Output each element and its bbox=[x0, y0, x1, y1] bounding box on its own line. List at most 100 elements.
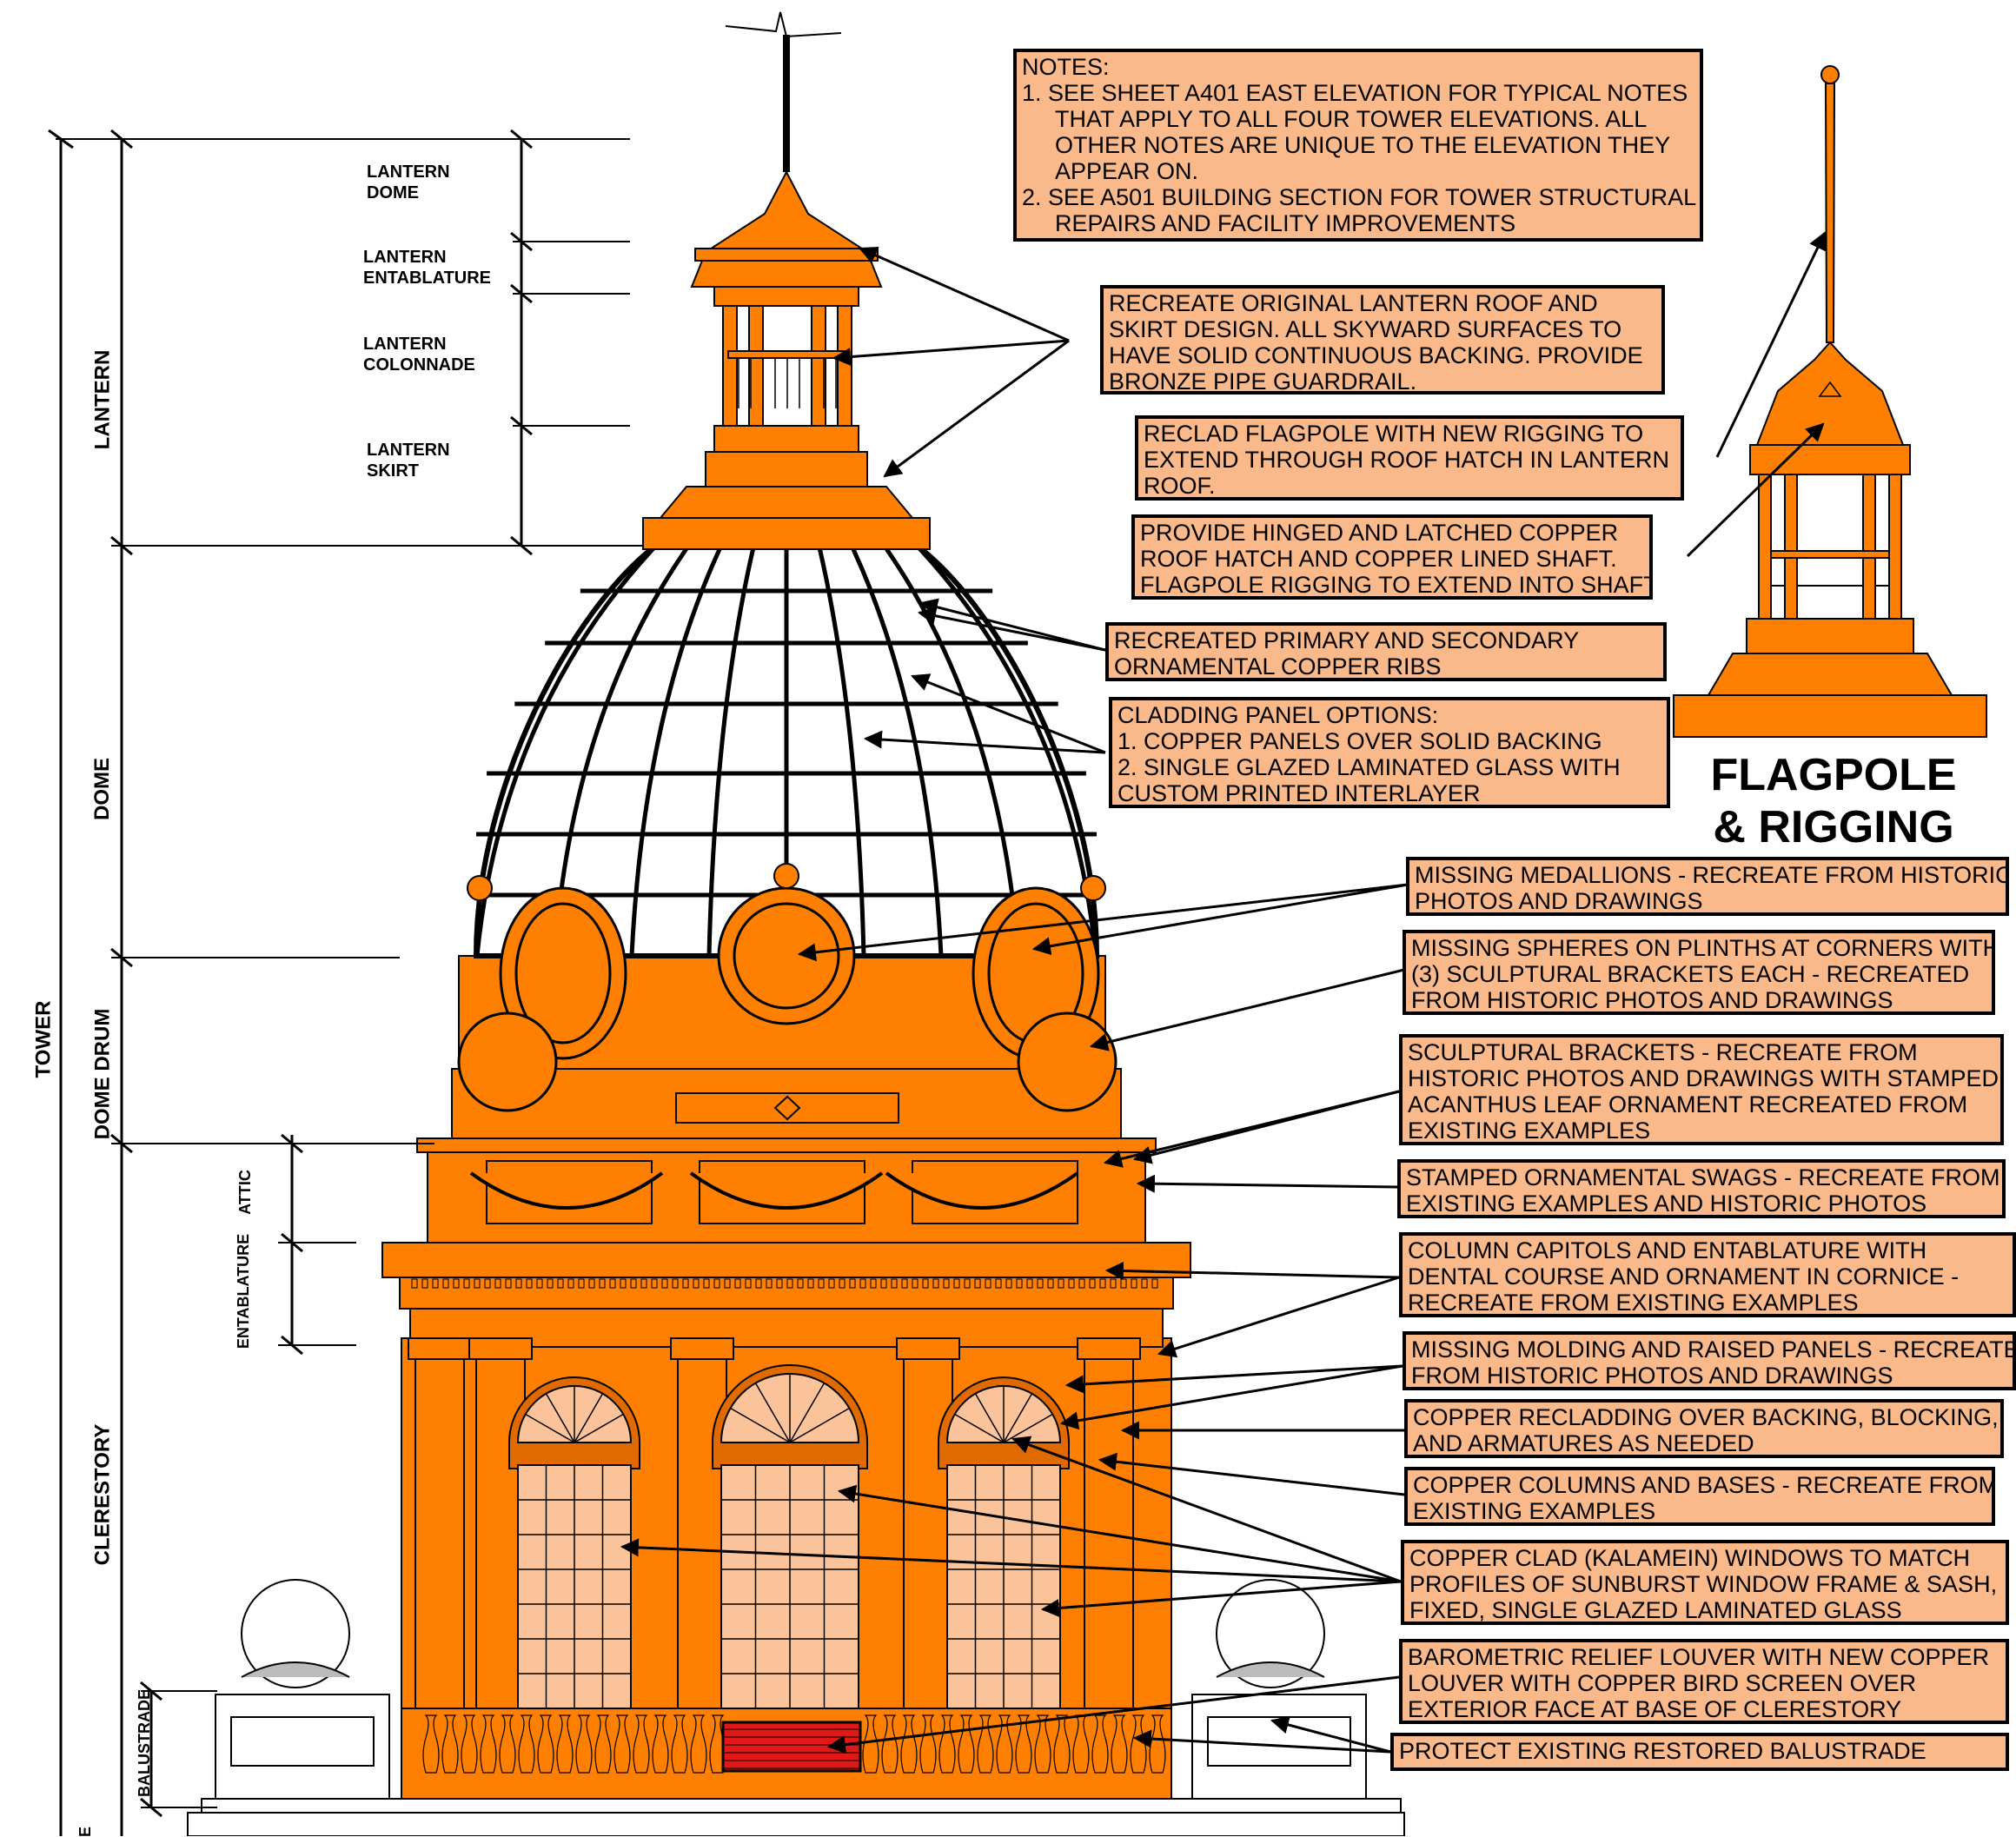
baluster bbox=[537, 1714, 554, 1774]
baluster bbox=[422, 1714, 440, 1774]
baluster bbox=[518, 1714, 535, 1774]
dentil bbox=[828, 1278, 835, 1289]
note-line: EXTERIOR FACE AT BASE OF CLERESTORY bbox=[1408, 1696, 1902, 1722]
dentil bbox=[474, 1278, 481, 1289]
dentil bbox=[1078, 1278, 1085, 1289]
baluster bbox=[441, 1714, 459, 1774]
dentil bbox=[432, 1278, 439, 1289]
flagpole-colonnade-opening bbox=[1758, 474, 1902, 587]
flagpole-guardrail bbox=[1770, 550, 1890, 559]
drum-corner-sphere bbox=[457, 1011, 558, 1112]
dim-label-line: SKIRT bbox=[367, 461, 419, 481]
baluster bbox=[1111, 1714, 1128, 1774]
callout-7: MISSING SPHERES ON PLINTHS AT CORNERS WI… bbox=[1403, 930, 1995, 1015]
leader-louver bbox=[826, 1675, 1400, 1754]
ornamental-swag bbox=[469, 1171, 664, 1210]
dentil bbox=[880, 1278, 887, 1289]
dentil bbox=[609, 1278, 616, 1289]
entablature-cornice bbox=[381, 1242, 1191, 1278]
flagpole-title-line: & RIGGING bbox=[1713, 802, 1954, 852]
flagpole-lantern-column bbox=[1758, 474, 1772, 621]
note-line: FROM HISTORIC PHOTOS AND DRAWINGS bbox=[1411, 987, 1893, 1013]
dentil bbox=[1026, 1278, 1033, 1289]
callout-12: COPPER RECLADDING OVER BACKING, BLOCKING… bbox=[1404, 1399, 2004, 1458]
note-line: EXISTING EXAMPLES AND HISTORIC PHOTOS bbox=[1406, 1190, 1927, 1217]
dentil bbox=[494, 1278, 501, 1289]
dentil bbox=[620, 1278, 627, 1289]
lantern-dome-roof bbox=[690, 169, 883, 288]
note-line: 1. COPPER PANELS OVER SOLID BACKING bbox=[1117, 728, 1602, 754]
dentil bbox=[932, 1278, 939, 1289]
leader-columns bbox=[1098, 1452, 1405, 1496]
medallion-finial bbox=[773, 863, 799, 889]
dentil bbox=[484, 1278, 491, 1289]
drum-corner-sphere bbox=[1017, 1011, 1117, 1112]
dim-label-line: DOME bbox=[367, 183, 419, 202]
dentil bbox=[985, 1278, 991, 1289]
note-line: MISSING MOLDING AND RAISED PANELS - RECR… bbox=[1411, 1336, 2016, 1363]
baluster bbox=[499, 1714, 516, 1774]
baluster bbox=[1034, 1714, 1051, 1774]
attic-cap bbox=[416, 1137, 1157, 1153]
leader-lantern-guardrail bbox=[832, 339, 1070, 367]
note-line: AND ARMATURES AS NEEDED bbox=[1413, 1430, 1754, 1456]
ornamental-swag bbox=[885, 1171, 1079, 1210]
baluster bbox=[575, 1714, 593, 1774]
note-line: EXISTING EXAMPLES bbox=[1413, 1498, 1656, 1524]
column-capital bbox=[468, 1337, 533, 1360]
dentil bbox=[953, 1278, 960, 1289]
leader-capitals bbox=[1157, 1276, 1400, 1358]
dentil bbox=[901, 1278, 908, 1289]
dim-label-line: COLONNADE bbox=[363, 355, 475, 375]
baluster bbox=[556, 1714, 574, 1774]
note-line: EXTEND THROUGH ROOF HATCH IN LANTERN bbox=[1144, 447, 1670, 473]
dentil bbox=[1068, 1278, 1075, 1289]
note-line: ROOF. bbox=[1144, 473, 1216, 499]
baluster bbox=[613, 1714, 631, 1774]
dentil bbox=[891, 1278, 898, 1289]
column-capital bbox=[670, 1337, 734, 1360]
callout-16: PROTECT EXISTING RESTORED BALUSTRADE bbox=[1390, 1733, 2009, 1771]
dentil bbox=[1131, 1278, 1137, 1289]
vertical-label-balustrade: BALUSTRADE bbox=[136, 1689, 153, 1797]
leader-swags bbox=[1136, 1174, 1398, 1193]
note-line: RECREATED PRIMARY AND SECONDARY bbox=[1114, 627, 1580, 653]
general-notes-box: NOTES:1. SEE SHEET A401 EAST ELEVATION F… bbox=[1013, 49, 1703, 242]
note-line: PROVIDE HINGED AND LATCHED COPPER bbox=[1140, 520, 1619, 546]
corner-finial bbox=[467, 875, 493, 901]
fanlight-mullion bbox=[754, 1383, 791, 1443]
note-line: (3) SCULPTURAL BRACKETS EACH - RECREATED bbox=[1411, 961, 1970, 987]
corner-finial bbox=[1080, 875, 1106, 901]
baluster bbox=[996, 1714, 1013, 1774]
flagpole-lantern-base bbox=[1746, 618, 1914, 654]
note-line: MISSING SPHERES ON PLINTHS AT CORNERS WI… bbox=[1411, 935, 1995, 961]
fanlight-mullion bbox=[1003, 1393, 1033, 1443]
lantern-entablature bbox=[713, 286, 859, 307]
note-line: 2. SINGLE GLAZED LAMINATED GLASS WITH bbox=[1117, 754, 1621, 780]
vertical-label-dome: DOME bbox=[90, 758, 114, 820]
lantern-base-ring bbox=[713, 425, 859, 453]
note-line: MISSING MEDALLIONS - RECREATE FROM HISTO… bbox=[1415, 862, 2009, 888]
leader-window-3 bbox=[1040, 1580, 1402, 1618]
primary-copper-rib bbox=[883, 546, 1021, 957]
callout-5: CLADDING PANEL OPTIONS:1. COPPER PANELS … bbox=[1109, 697, 1670, 808]
baluster bbox=[977, 1714, 994, 1774]
roof-hatch-outline bbox=[1818, 381, 1842, 397]
dentil bbox=[839, 1278, 846, 1289]
note-line: HISTORIC PHOTOS AND DRAWINGS WITH STAMPE… bbox=[1408, 1065, 1999, 1091]
leader-side-medallion bbox=[1031, 883, 1409, 956]
primary-copper-rib bbox=[850, 546, 944, 957]
plinth-swag bbox=[1216, 1661, 1325, 1678]
dentil bbox=[849, 1278, 856, 1289]
column-capital bbox=[408, 1337, 472, 1360]
center-medallion bbox=[733, 902, 840, 1010]
dentil bbox=[557, 1278, 564, 1289]
note-line: CUSTOM PRINTED INTERLAYER bbox=[1117, 780, 1481, 806]
note-line: 1. SEE SHEET A401 EAST ELEVATION FOR TYP… bbox=[1022, 80, 1688, 106]
dentil bbox=[995, 1278, 1002, 1289]
callout-11: MISSING MOLDING AND RAISED PANELS - RECR… bbox=[1403, 1331, 2016, 1390]
